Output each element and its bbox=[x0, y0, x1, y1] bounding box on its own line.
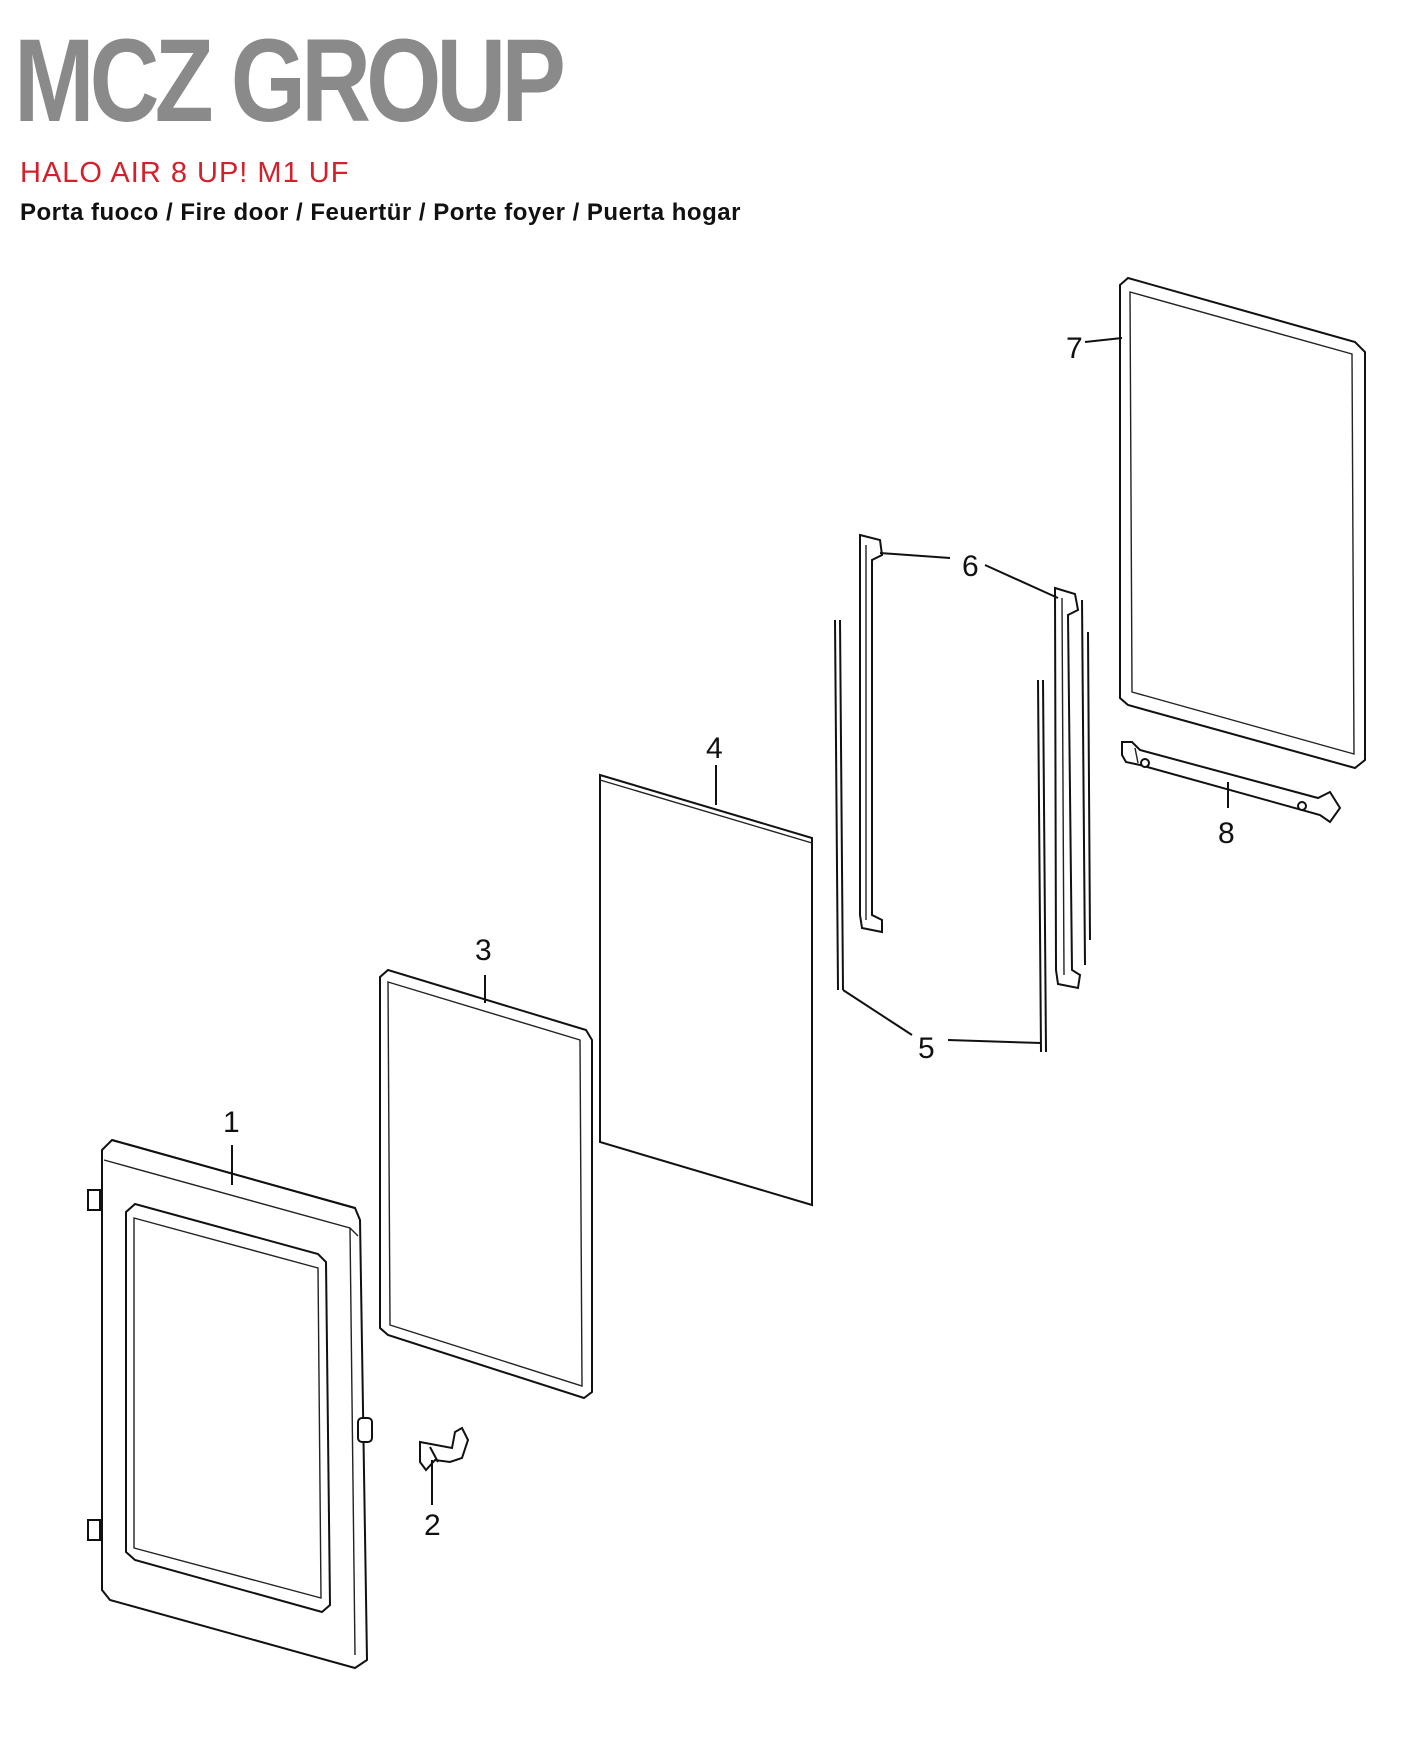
brand-logo: MCZ GROUP bbox=[14, 15, 566, 147]
callout-6: 6 bbox=[962, 550, 979, 583]
part-5-glass-seals bbox=[834, 619, 1047, 1053]
callout-1: 1 bbox=[223, 1106, 240, 1139]
callout-4: 4 bbox=[706, 732, 723, 765]
part-1-door-frame bbox=[87, 1138, 373, 1670]
callout-8: 8 bbox=[1218, 817, 1235, 850]
part-7-rear-frame bbox=[1084, 276, 1366, 770]
part-4-glass-panel bbox=[599, 765, 813, 1207]
callout-3: 3 bbox=[475, 934, 492, 967]
part-8-lower-bracket bbox=[1121, 741, 1342, 824]
part-3-gasket bbox=[379, 968, 593, 1400]
model-title: HALO AIR 8 UP! M1 UF bbox=[20, 157, 350, 189]
callout-5: 5 bbox=[918, 1032, 935, 1065]
part-2-latch bbox=[419, 1426, 470, 1505]
callout-2: 2 bbox=[424, 1509, 441, 1542]
part-6-glass-brackets bbox=[859, 533, 1091, 990]
callout-7: 7 bbox=[1066, 332, 1083, 365]
page-subtitle: Porta fuoco / Fire door / Feuertür / Por… bbox=[20, 199, 741, 226]
